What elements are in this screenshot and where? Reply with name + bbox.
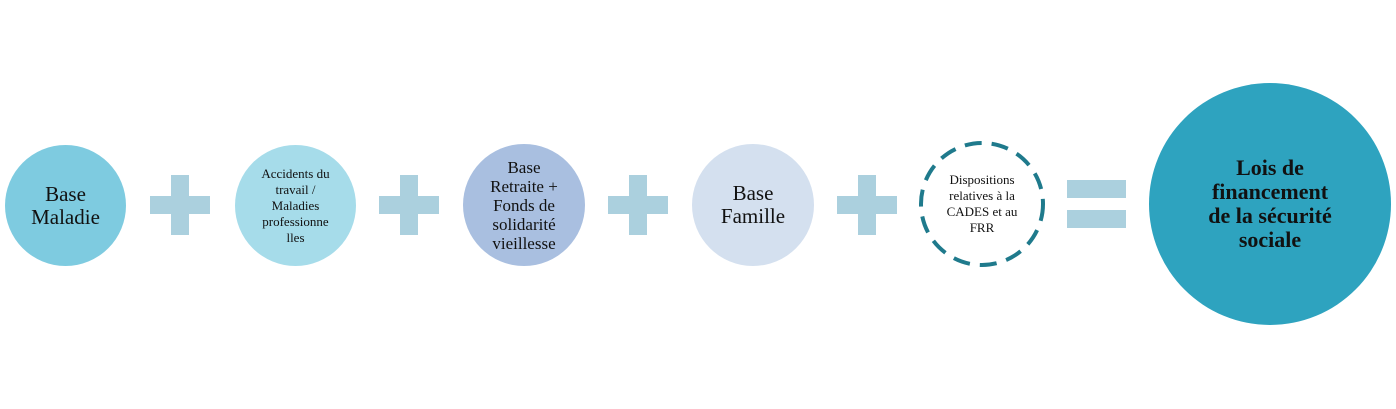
node-label-line: travail / bbox=[275, 181, 316, 197]
node-label-line: de la sécurité bbox=[1208, 203, 1332, 228]
node-label-line: Lois de bbox=[1236, 155, 1304, 180]
plus-icon bbox=[837, 175, 897, 235]
node-label-line: sociale bbox=[1238, 227, 1302, 252]
equals-icon-bottom bbox=[1067, 210, 1126, 228]
node-label-line: Famille bbox=[720, 204, 786, 228]
node-label-line: professionne bbox=[262, 213, 329, 229]
plus-icon bbox=[608, 175, 668, 235]
node-label-line: lles bbox=[286, 229, 305, 245]
node-label-line: Fonds de bbox=[493, 195, 555, 215]
node-label-line: Maladies bbox=[271, 197, 320, 213]
node-label-line: Base bbox=[507, 157, 541, 177]
node-label-line: Retraite + bbox=[490, 176, 558, 196]
node-label-line: CADES et au bbox=[946, 204, 1018, 219]
node-label-line: Dispositions bbox=[949, 172, 1015, 187]
node-label-line: financement bbox=[1211, 179, 1329, 204]
plus-icon bbox=[150, 175, 210, 235]
node-label-line: relatives à la bbox=[949, 188, 1015, 203]
node-label-line: Accidents du bbox=[261, 165, 330, 181]
node-label-line: Maladie bbox=[31, 204, 100, 229]
node-label-line: Base bbox=[45, 181, 86, 206]
node-label-line: FRR bbox=[969, 220, 995, 235]
plus-icon bbox=[379, 175, 439, 235]
node-label-line: solidarité bbox=[492, 214, 556, 234]
node-label-line: vieillesse bbox=[492, 233, 556, 253]
equals-icon-top bbox=[1067, 180, 1126, 198]
node-label-line: Base bbox=[732, 181, 774, 205]
dashed-circle-outline bbox=[919, 141, 1045, 267]
